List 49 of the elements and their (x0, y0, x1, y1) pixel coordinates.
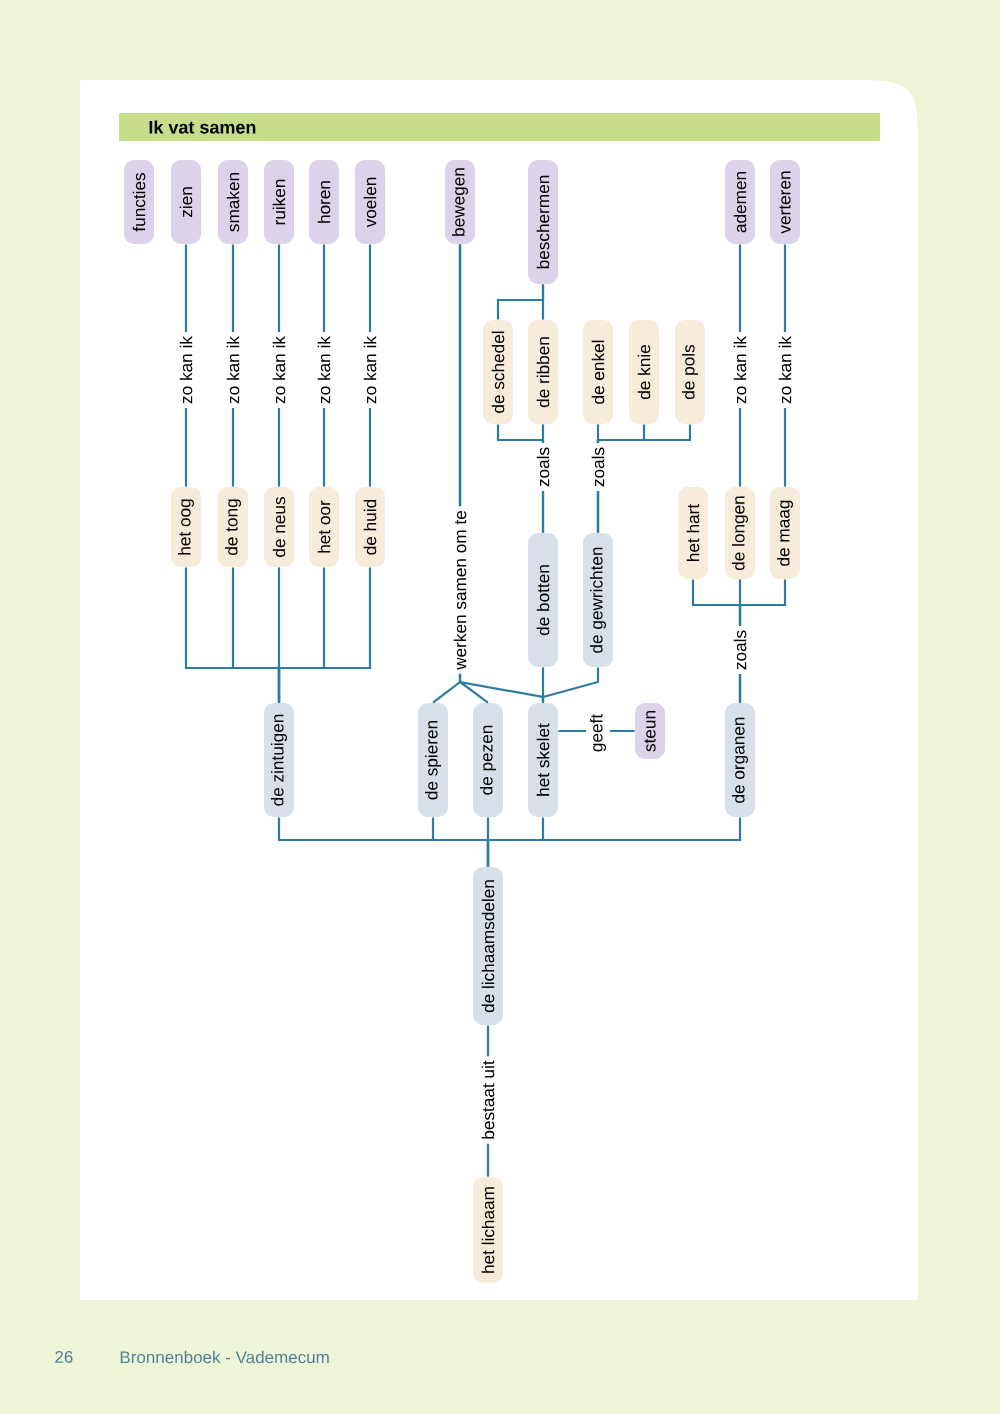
term-box: het hart (678, 487, 708, 579)
term-box: functies (124, 160, 154, 244)
term-box: de pezen (473, 703, 503, 817)
term-box: de pols (675, 320, 705, 424)
connector-line (277, 567, 372, 703)
term-box: de ribben (528, 320, 558, 424)
edge-label: zo kan ik (268, 332, 290, 408)
term-box: smaken (218, 160, 248, 244)
term-box: de zintuigen (264, 703, 294, 817)
term-box: de tong (218, 487, 248, 567)
term-box: het oog (171, 487, 201, 567)
connector-line (486, 817, 742, 867)
term-box: ruiken (264, 160, 294, 244)
term-box: de maag (770, 487, 800, 579)
term-box: de longen (725, 487, 755, 579)
term-box: verteren (770, 160, 800, 244)
title-bar: Ik vat samen (119, 113, 880, 141)
edge-label: zo kan ik (313, 332, 335, 408)
connector-line (541, 284, 545, 320)
term-box: de gewrichten (583, 533, 613, 667)
edge-label: zo kan ik (222, 332, 244, 408)
term-box: ademen (725, 160, 755, 244)
edge-label: werken samen om te (449, 506, 471, 674)
term-box: de huid (355, 487, 385, 567)
footer-text: Bronnenboek - Vademecum (120, 1350, 329, 1364)
edge-label: zo kan ik (774, 332, 796, 408)
term-box: voelen (355, 160, 385, 244)
term-box: de spieren (418, 703, 448, 817)
term-box: de schedel (483, 320, 513, 424)
edge-label: bestaat uit (477, 1056, 499, 1144)
term-box: de botten (528, 533, 558, 667)
term-box: het lichaam (473, 1177, 503, 1283)
term-box: de organen (725, 703, 755, 817)
edge-label: zo kan ik (175, 332, 197, 408)
edge-label: zo kan ik (729, 332, 751, 408)
term-box: bewegen (445, 160, 475, 244)
term-box: de neus (264, 487, 294, 567)
term-box: de enkel (583, 320, 613, 424)
term-box: beschermen (528, 160, 558, 284)
term-box: de lichaamsdelen (473, 867, 503, 1025)
connector-line (541, 667, 600, 703)
page-number: 26 (55, 1351, 73, 1363)
term-box: de knie (629, 320, 659, 424)
term-box: zien (171, 160, 201, 244)
term-box: horen (309, 160, 339, 244)
term-box: het skelet (528, 703, 558, 817)
term-box: steun (635, 703, 665, 759)
edge-label: zo kan ik (359, 332, 381, 408)
term-box: het oor (309, 487, 339, 567)
